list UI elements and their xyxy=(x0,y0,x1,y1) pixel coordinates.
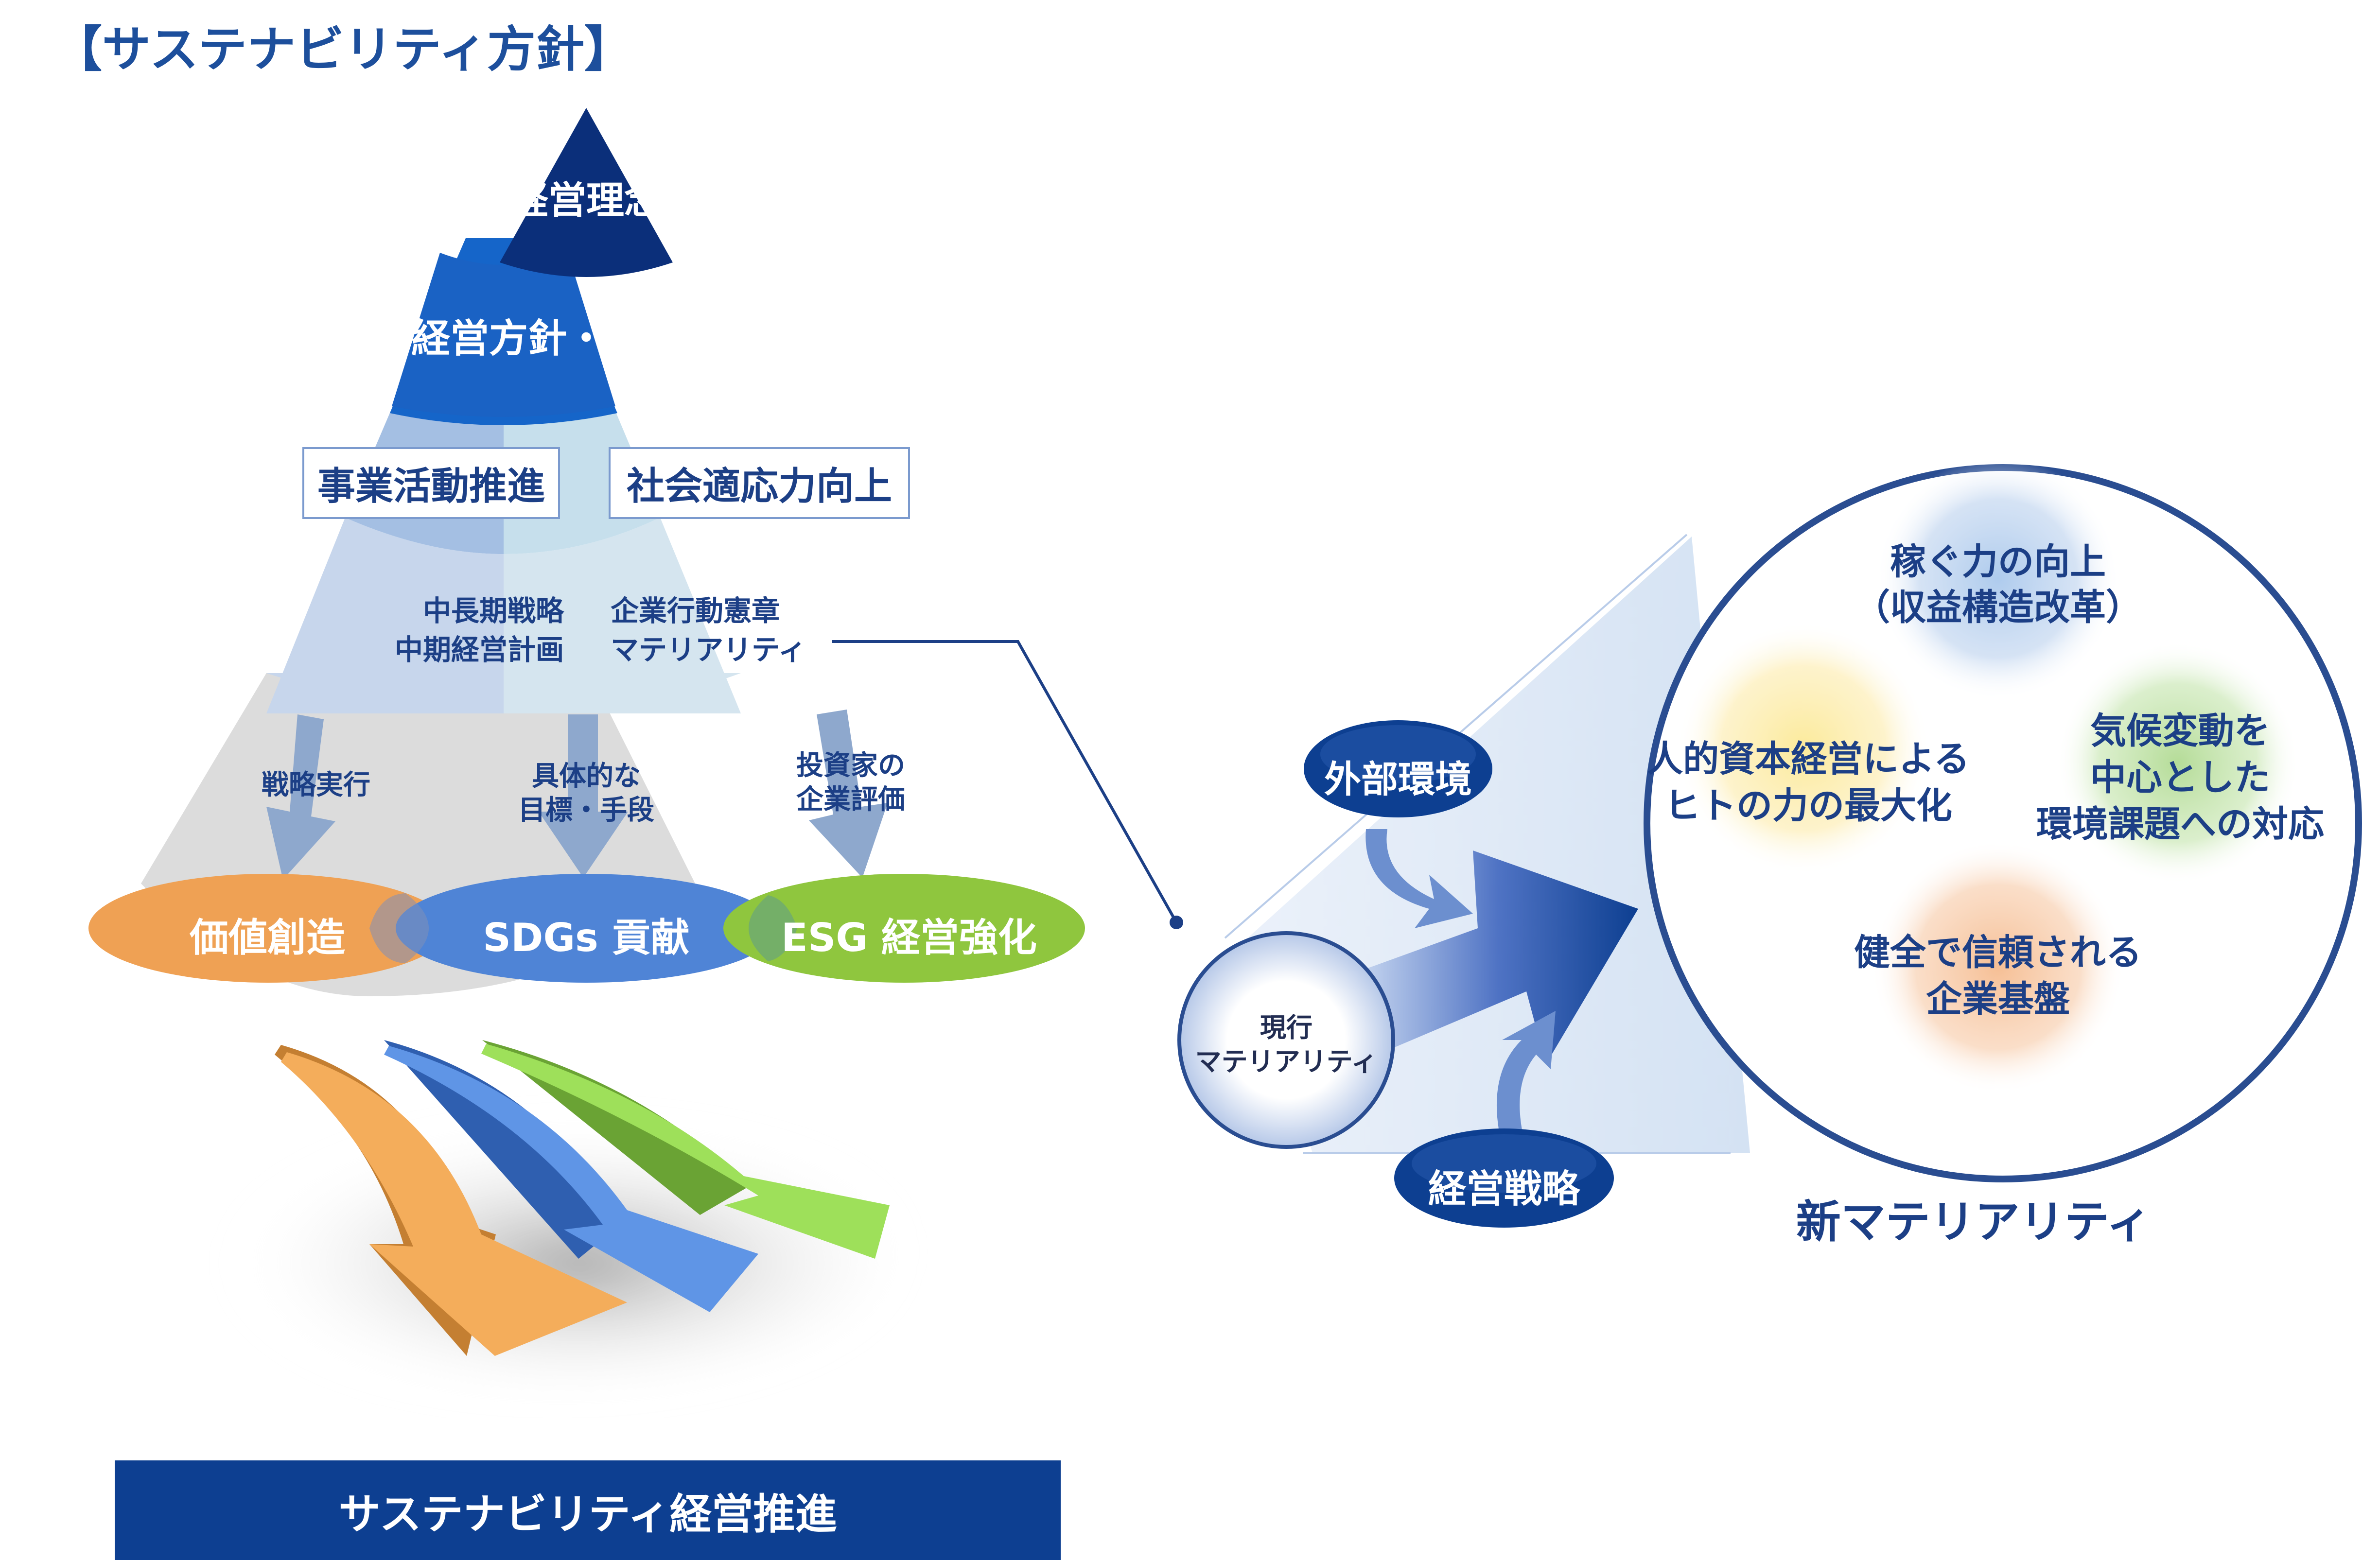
bubble-climate-line2: 中心とした xyxy=(2090,757,2270,798)
bubble-human-line1: 人的資本経営による xyxy=(1647,738,1970,780)
current-materiality-circle xyxy=(1177,931,1395,1149)
down-arrow-left xyxy=(266,714,335,880)
connector xyxy=(832,640,1183,929)
strategy-label: 経営戦略 xyxy=(1428,1167,1580,1211)
connector-dot xyxy=(1170,916,1183,929)
mid-right-line1: 企業行動憲章 xyxy=(611,594,780,627)
down-arrow-right xyxy=(809,710,888,878)
ellipse-label-value: 価値創造 xyxy=(190,915,345,960)
bubble-climate-line3: 環境課題への対応 xyxy=(2036,803,2324,845)
box-social-adaptation: 社会適応力向上 xyxy=(609,447,910,519)
pyramid xyxy=(141,108,741,996)
ellipse-value-creation xyxy=(88,874,448,983)
external-label: 外部環境 xyxy=(1324,758,1472,801)
bubble-human-line2: ヒトの力の最大化 xyxy=(1664,785,1952,827)
bubble-governance-line2: 企業基盤 xyxy=(1926,978,2070,1020)
arrow-label-investor-1: 投資家の xyxy=(796,750,905,781)
bubble-earning-line1: 稼ぐ力の向上 xyxy=(1890,541,2106,583)
ribbon-arrow-blue xyxy=(384,1046,758,1312)
ellipse-sdgs xyxy=(396,874,777,983)
pyramid-top xyxy=(500,108,673,277)
pyramid-vision-label: 経営方針・ビジョン xyxy=(411,316,761,361)
strategy-arrow xyxy=(1496,1011,1556,1137)
pyramid-middle-band-right xyxy=(504,518,741,713)
mid-right-line2: マテリアリティ xyxy=(611,633,806,666)
current-materiality-line2: マテリアリティ xyxy=(1195,1046,1378,1077)
bubble-earning-line2: （収益構造改革） xyxy=(1854,587,2142,628)
ribbon-arrows xyxy=(194,1040,894,1390)
mid-left-line1: 中長期戦略 xyxy=(422,594,564,627)
arrow-label-strategy: 戦略実行 xyxy=(262,769,370,801)
value-ellipses xyxy=(88,874,1085,983)
arrow-label-goals-2: 目標・手段 xyxy=(518,795,654,826)
bubble-governance xyxy=(1872,841,2124,1093)
pyramid-top-label: 経営理念 xyxy=(510,179,662,223)
big-arrow xyxy=(1357,850,1638,1064)
ribbon-arrow-orange xyxy=(281,1052,627,1356)
bubble-earning xyxy=(1876,457,2119,700)
arrow-label-goals-1: 具体的な xyxy=(532,761,641,792)
pyramid-down-arrows xyxy=(266,710,888,880)
ellipse-esg xyxy=(723,874,1085,983)
bubble-climate-line1: 気候変動を xyxy=(2090,710,2270,752)
bubble-human xyxy=(1677,622,1930,875)
page-title: 【サステナビリティ方針】 xyxy=(53,21,633,78)
bubble-climate xyxy=(2056,642,2299,885)
ribbon-arrow-blue-shadow xyxy=(384,1040,632,1259)
down-arrow-center xyxy=(539,714,628,878)
ellipse-label-esg: ESG 経営強化 xyxy=(781,915,1037,960)
arrow-label-investor-2: 企業評価 xyxy=(796,784,905,815)
pyramid-middle-band xyxy=(266,518,504,713)
ribbon-arrow-green xyxy=(481,1044,890,1259)
ellipse-label-sdgs: SDGs 貢献 xyxy=(483,915,690,960)
current-materiality-line1: 現行 xyxy=(1260,1012,1312,1043)
new-materiality-title: 新マテリアリティ xyxy=(1796,1196,2152,1248)
connector-line xyxy=(832,640,1178,923)
box-business-activity: 事業活動推進 xyxy=(302,447,560,519)
sustainability-banner: サステナビリティ経営推進 xyxy=(115,1460,1061,1560)
external-arrow xyxy=(1365,829,1473,928)
mid-left-line2: 中期経営計画 xyxy=(394,633,564,666)
bubble-governance-line1: 健全で信頼される xyxy=(1854,932,2142,973)
materiality-diagram xyxy=(1177,457,2362,1228)
